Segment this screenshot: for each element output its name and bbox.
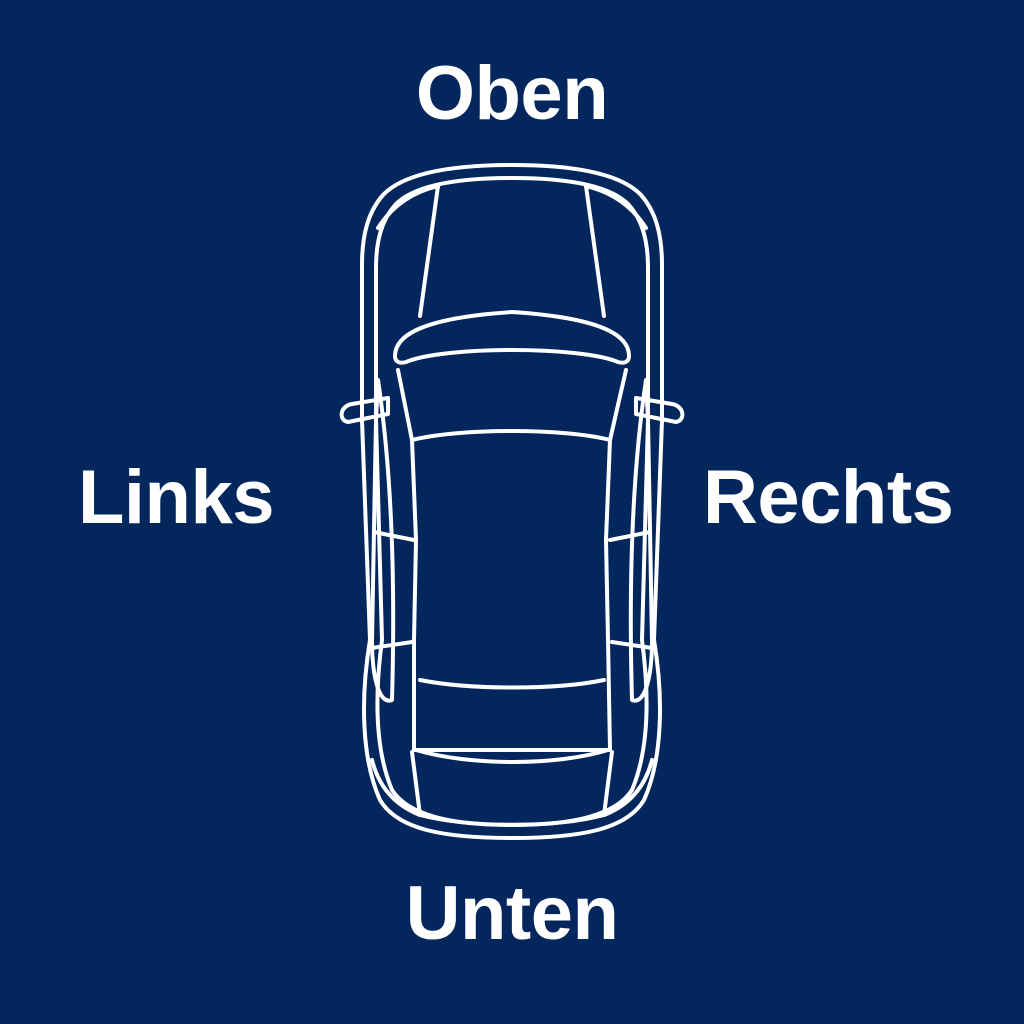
- rear-window-bottom: [414, 748, 610, 764]
- trunk-side-right: [602, 750, 614, 817]
- label-left: Links: [78, 455, 275, 540]
- headlight-left: [376, 184, 440, 230]
- rear-window-top: [418, 678, 606, 690]
- taillight-left: [370, 758, 422, 817]
- door-left-split-2: [370, 640, 414, 650]
- taillight-right: [602, 758, 654, 817]
- headlight-right: [584, 184, 648, 230]
- door-right-split-2: [610, 640, 654, 650]
- windshield: [393, 310, 631, 365]
- label-bottom: Unten: [405, 871, 619, 956]
- label-right: Rechts: [703, 455, 954, 540]
- door-left-window: [370, 378, 396, 703]
- door-right-split-1: [608, 530, 652, 542]
- label-top: Oben: [415, 51, 609, 136]
- car-body-outline: [360, 163, 664, 840]
- mirror-left: [339, 396, 390, 424]
- roof-front-line: [410, 429, 612, 442]
- trunk-line: [418, 813, 606, 827]
- door-right-window: [628, 378, 654, 703]
- trunk-side-left: [410, 750, 422, 817]
- cabin-outline: [396, 368, 628, 752]
- door-left-split-1: [372, 530, 416, 542]
- mirror-right: [634, 396, 685, 424]
- hood-line-left: [418, 184, 440, 318]
- hood-line-right: [584, 184, 606, 318]
